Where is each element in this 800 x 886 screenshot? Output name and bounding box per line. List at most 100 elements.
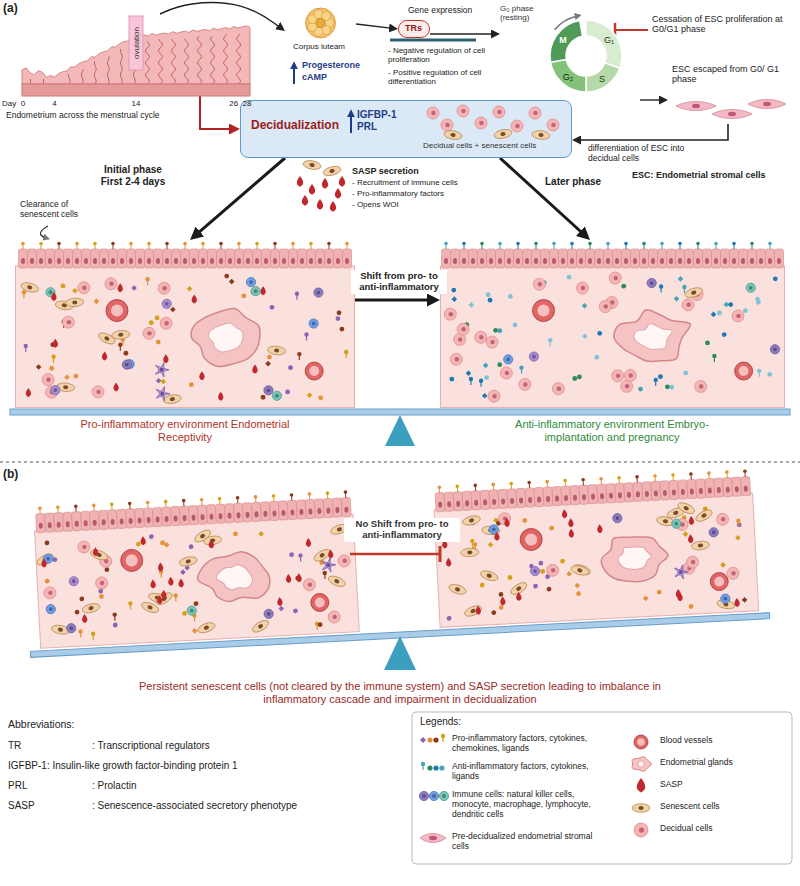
factor-dot [336, 316, 341, 321]
epithelial-cell [588, 484, 598, 503]
epithelial-cell [73, 249, 82, 268]
decidual-nucleus [639, 827, 644, 832]
decidual-cell [303, 578, 316, 591]
receptor-head [74, 504, 78, 508]
regulator-label: TRs [405, 23, 422, 33]
receptor-stem [185, 245, 186, 249]
decidual-cell [599, 301, 611, 313]
senescent-cell [694, 508, 714, 524]
inhibition-line [615, 29, 648, 31]
epithelial-cell [90, 511, 100, 530]
epithelial-cell [28, 249, 37, 268]
factor-dot [499, 605, 504, 610]
epithelial-cell [109, 249, 118, 268]
receptor-head [237, 242, 241, 246]
epithelial-nucleus [309, 258, 313, 264]
immune-cell [429, 791, 438, 800]
immune-nucleus [165, 302, 169, 306]
epithelial-nucleus [255, 258, 259, 264]
factor-dot [45, 579, 50, 584]
sasp-drop [296, 573, 302, 582]
factor-diamond [72, 288, 78, 294]
epithelial-nucleus [245, 512, 249, 518]
decidual-nucleus [721, 517, 726, 522]
ellipse-shape [72, 300, 77, 304]
dendritic-nucleus [160, 392, 164, 396]
receptor-head [768, 242, 772, 246]
epithelial-nucleus [317, 508, 321, 514]
senescent-cell [65, 298, 84, 308]
sasp-drop [317, 199, 323, 210]
epithelial-nucleus [663, 490, 667, 496]
epithelial-cell [271, 249, 280, 268]
factor-diamond [574, 583, 580, 589]
receptor-stem [709, 475, 710, 479]
vessel-lumen [309, 366, 319, 376]
epithelial-nucleus [537, 496, 541, 502]
connector-arrow [160, 3, 281, 28]
senescent-cell [532, 130, 551, 140]
receptor-stem [131, 245, 132, 249]
receptor-stem [111, 506, 112, 510]
receptor-stem [716, 245, 717, 249]
epithelial-cell [651, 481, 661, 500]
blood-vessel [735, 362, 753, 380]
epithelial-cell [181, 249, 190, 268]
epithelial-nucleus [579, 258, 583, 264]
epithelial-cell [217, 249, 226, 268]
epithelial-cell [435, 492, 445, 511]
decidualization-box: DecidualizationIGFBP-1 PRLDecidual cells… [240, 100, 572, 158]
corpus-luteum: Corpus luteam [285, 6, 356, 56]
stroma [434, 493, 759, 627]
receptor-stem [744, 473, 745, 477]
factor-dot [427, 765, 432, 770]
ligand-head [479, 379, 483, 383]
abbreviation-definition: : Transcriptional regulators [92, 740, 210, 752]
ellipse-shape [461, 548, 479, 557]
receptor-head [581, 478, 585, 482]
epithelial-nucleus [93, 520, 97, 526]
decidual-nucleus [557, 386, 561, 390]
hormone-label: Progesterone [302, 60, 360, 70]
regulator-pill: TRs [398, 20, 430, 38]
epithelial-nucleus [525, 258, 529, 264]
abbreviation-term: TR [8, 740, 21, 752]
decidual-nucleus [147, 331, 151, 335]
receptor-head [437, 485, 441, 489]
decidual-cell [143, 327, 155, 339]
factor-diamond [452, 296, 458, 302]
epithelial-nucleus [291, 258, 295, 264]
immune-nucleus [49, 290, 53, 294]
factor-dot [439, 765, 444, 770]
immune-cell [746, 283, 755, 292]
receptor-stem [727, 474, 728, 478]
decidual-nucleus [109, 282, 113, 286]
receptor-head [129, 242, 133, 246]
ligand-head [322, 571, 327, 576]
vessel-lumen [525, 533, 538, 546]
epithelial-nucleus [669, 258, 673, 264]
legend-icon [626, 754, 656, 774]
hormone-label: cAMP [302, 72, 327, 82]
epithelial-nucleus [534, 258, 538, 264]
factor-dot [113, 622, 118, 627]
epithelial-cell [287, 500, 297, 519]
receptor-stem [590, 245, 591, 249]
epithelial-cell [775, 249, 784, 268]
decidual-cell [95, 577, 108, 590]
process-title: Decidualization [251, 119, 339, 133]
factor-dot [717, 311, 722, 316]
factor-dot [193, 601, 198, 606]
sasp-drop [689, 516, 695, 525]
immune-cell [51, 386, 60, 395]
epithelial-cell [705, 478, 715, 497]
decidual-cell [488, 390, 500, 402]
abbreviation-definition: : Prolactin [92, 780, 136, 792]
epithelial-nucleus [191, 515, 195, 521]
epithelial-cell [496, 249, 505, 268]
sasp-drop [118, 283, 123, 292]
factor-dot [49, 366, 54, 371]
gland-line [68, 74, 70, 84]
immune-nucleus [72, 579, 76, 583]
